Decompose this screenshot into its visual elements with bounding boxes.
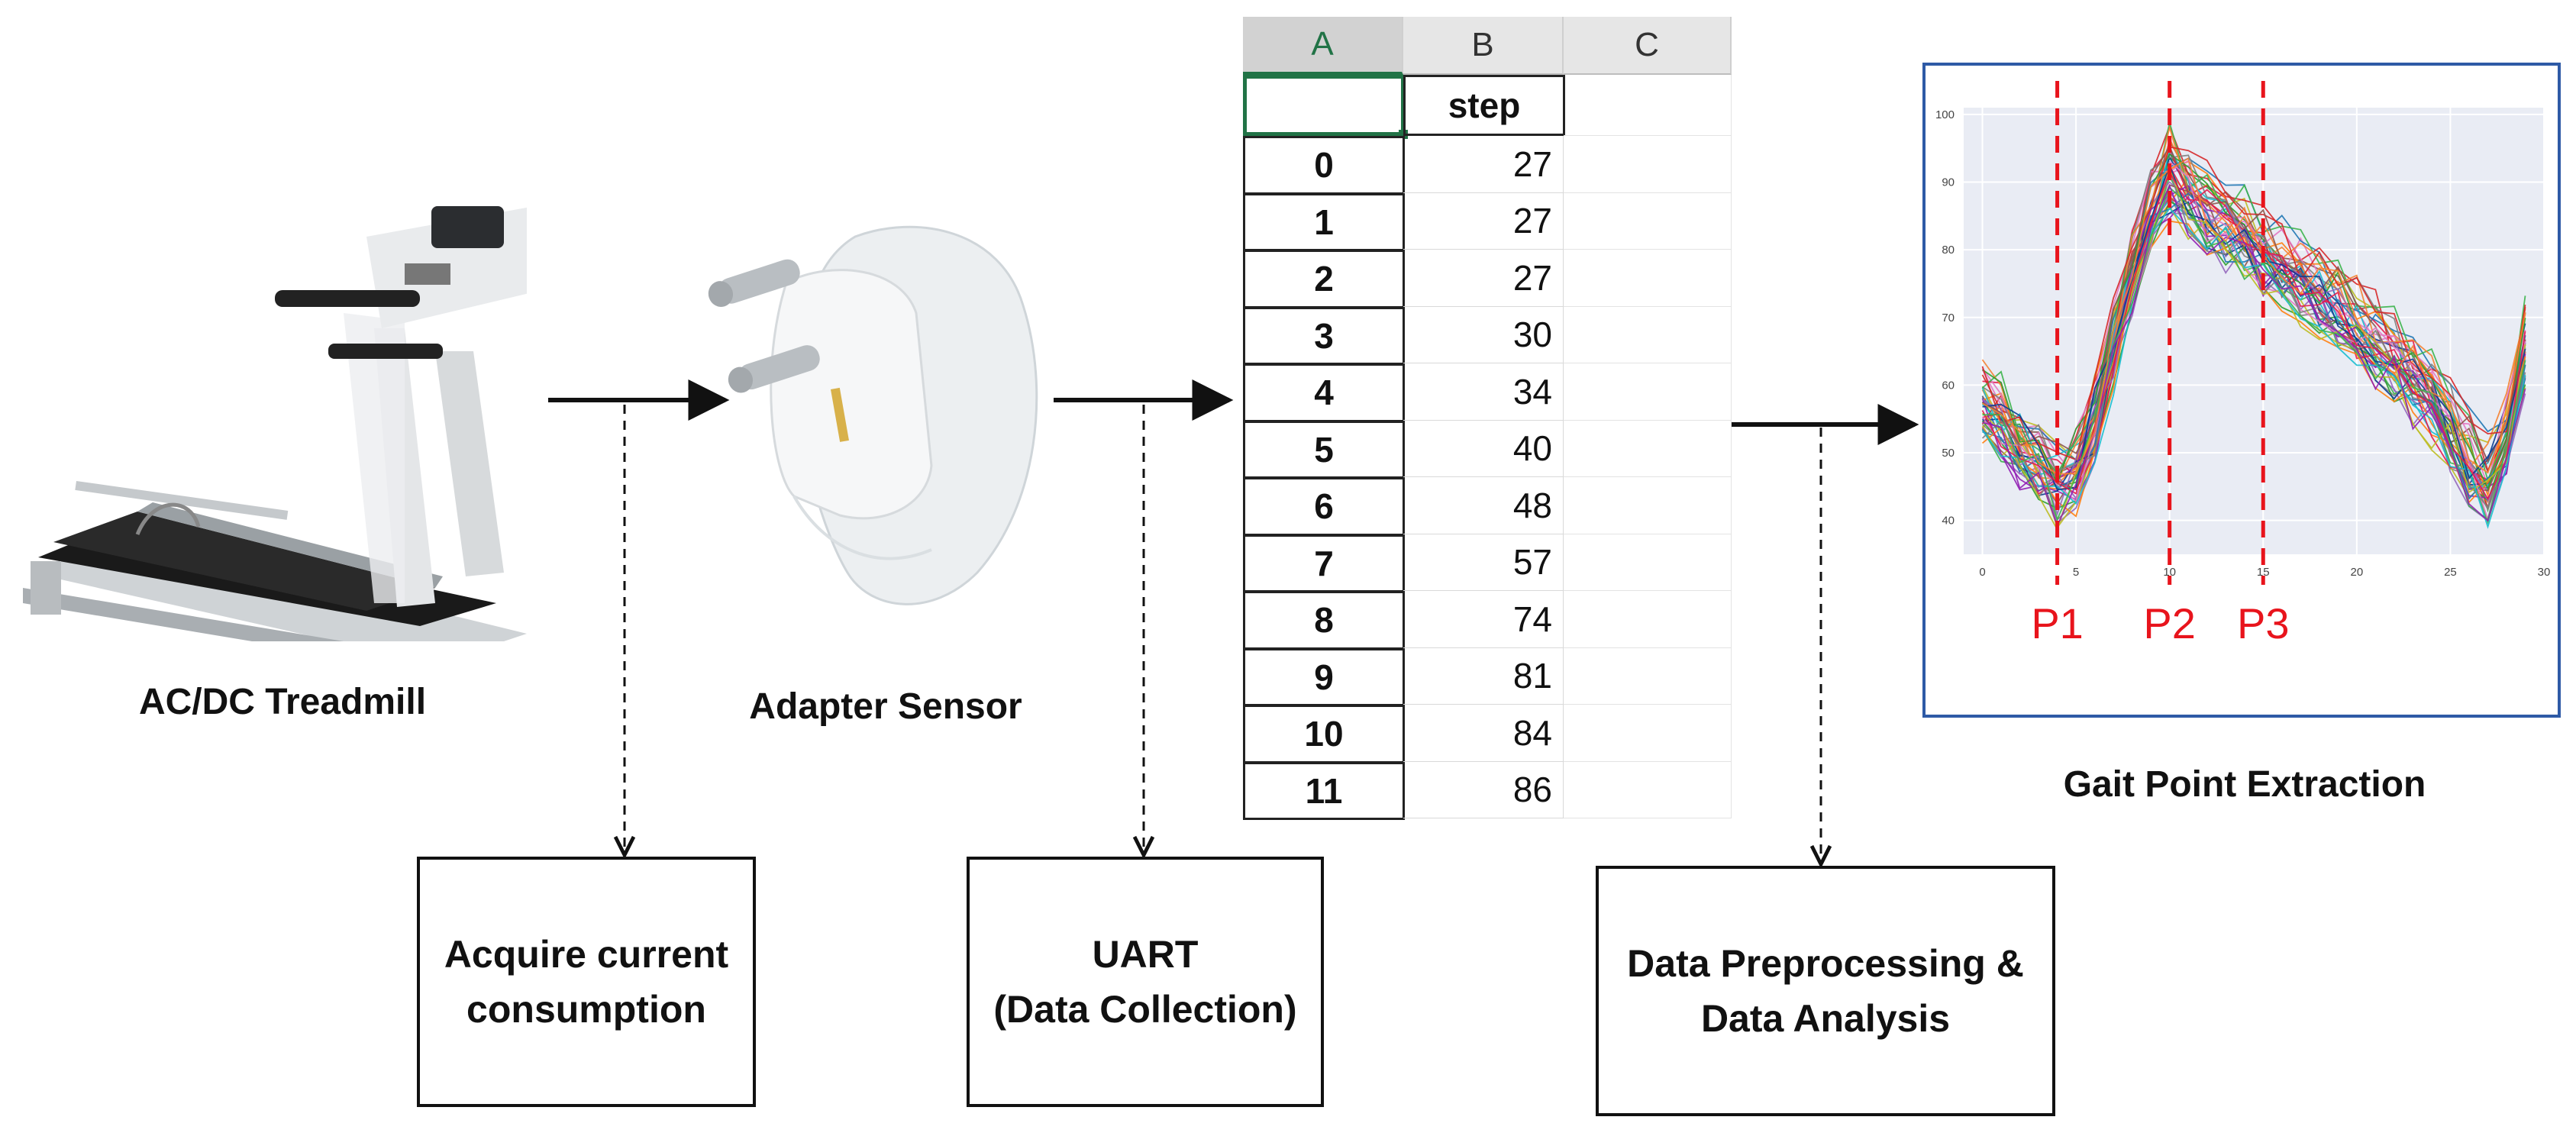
row-index-cell[interactable]: 2 (1243, 250, 1405, 308)
row-index-cell[interactable]: 0 (1243, 136, 1405, 195)
row-index-cell[interactable]: 4 (1243, 363, 1405, 422)
step-value-cell[interactable]: 30 (1403, 306, 1564, 363)
y-tick-label: 40 (1942, 515, 1955, 528)
x-tick-label: 0 (1979, 566, 1985, 579)
step-value-cell[interactable]: 27 (1403, 192, 1564, 250)
row-index-cell[interactable]: 5 (1243, 420, 1405, 479)
gait-series-line (1981, 165, 2526, 531)
y-tick-label: 90 (1942, 176, 1955, 189)
empty-cell[interactable] (1564, 363, 1732, 421)
gait-series-line (1982, 186, 2526, 521)
adapter-sensor-image (708, 225, 1038, 605)
y-tick-label: 80 (1942, 244, 1955, 257)
empty-cell[interactable] (1564, 534, 1732, 591)
marker-label-p1: P1 (2031, 599, 2084, 647)
step-value-cell[interactable]: 27 (1403, 250, 1564, 307)
gait-series-line (1982, 157, 2526, 475)
uart-box: UART (Data Collection) (967, 857, 1324, 1107)
empty-cell[interactable] (1564, 306, 1732, 363)
empty-cell[interactable] (1564, 136, 1732, 193)
x-tick-label: 15 (2257, 566, 2270, 579)
empty-cell[interactable] (1564, 705, 1732, 762)
step-value-cell[interactable]: 48 (1403, 477, 1564, 534)
marker-label-p2: P2 (2143, 599, 2196, 647)
treadmill-image (23, 206, 527, 641)
empty-cell[interactable] (1564, 647, 1732, 705)
gait-series-line (1981, 205, 2526, 529)
gait-series-line (1982, 184, 2526, 528)
row-index-cell[interactable]: 9 (1243, 647, 1405, 706)
empty-cell[interactable] (1564, 420, 1732, 477)
preprocessing-box: Data Preprocessing & Data Analysis (1596, 866, 2055, 1116)
x-tick-label: 25 (2444, 566, 2457, 579)
row-index-cell[interactable]: 1 (1243, 192, 1405, 251)
row-index-cell[interactable]: 10 (1243, 705, 1405, 763)
row-index-cell[interactable]: 8 (1243, 591, 1405, 650)
plot-area (1964, 108, 2544, 554)
row-index-cell[interactable]: 3 (1243, 306, 1405, 365)
treadmill-caption: AC/DC Treadmill (138, 682, 427, 722)
empty-cell[interactable] (1564, 477, 1732, 534)
gait-series-line (1981, 122, 2526, 483)
x-tick-label: 10 (2163, 566, 2176, 579)
cell-a1-selected[interactable] (1243, 75, 1405, 136)
gait-series-line (1981, 184, 2526, 505)
gait-chart-caption: Gait Point Extraction (2063, 764, 2426, 805)
x-tick-label: 5 (2073, 566, 2079, 579)
cell-c1[interactable] (1564, 75, 1732, 136)
column-header-a[interactable]: A (1243, 17, 1403, 75)
step-value-cell[interactable]: 86 (1403, 761, 1564, 818)
row-index-cell[interactable]: 7 (1243, 534, 1405, 592)
gait-series-line (1981, 207, 2526, 529)
step-value-cell[interactable]: 74 (1403, 591, 1564, 648)
step-value-cell[interactable]: 34 (1403, 363, 1564, 421)
empty-cell[interactable] (1564, 192, 1732, 250)
empty-cell[interactable] (1564, 761, 1732, 818)
marker-label-p3: P3 (2237, 599, 2290, 647)
x-tick-label: 30 (2538, 566, 2551, 579)
row-index-cell[interactable]: 11 (1243, 761, 1405, 820)
gait-series-line (1981, 190, 2526, 517)
y-tick-label: 70 (1942, 311, 1955, 324)
cell-b1-header[interactable]: step (1403, 75, 1565, 136)
empty-cell[interactable] (1564, 250, 1732, 307)
y-tick-label: 50 (1942, 447, 1955, 460)
y-tick-label: 100 (1935, 108, 1955, 121)
column-header-c[interactable]: C (1564, 17, 1732, 75)
step-value-cell[interactable]: 40 (1403, 420, 1564, 477)
step-value-cell[interactable]: 81 (1403, 647, 1564, 705)
step-value-cell[interactable]: 57 (1403, 534, 1564, 591)
adapter-caption: Adapter Sensor (749, 686, 1022, 727)
y-tick-label: 60 (1942, 379, 1955, 392)
column-header-b[interactable]: B (1403, 17, 1564, 75)
step-value-cell[interactable]: 84 (1403, 705, 1564, 762)
acquire-current-box: Acquire current consumption (417, 857, 756, 1107)
step-value-cell[interactable]: 27 (1403, 136, 1564, 193)
empty-cell[interactable] (1564, 591, 1732, 648)
x-tick-label: 20 (2350, 566, 2363, 579)
row-index-cell[interactable]: 6 (1243, 477, 1405, 536)
gait-series-line (1981, 146, 2526, 461)
